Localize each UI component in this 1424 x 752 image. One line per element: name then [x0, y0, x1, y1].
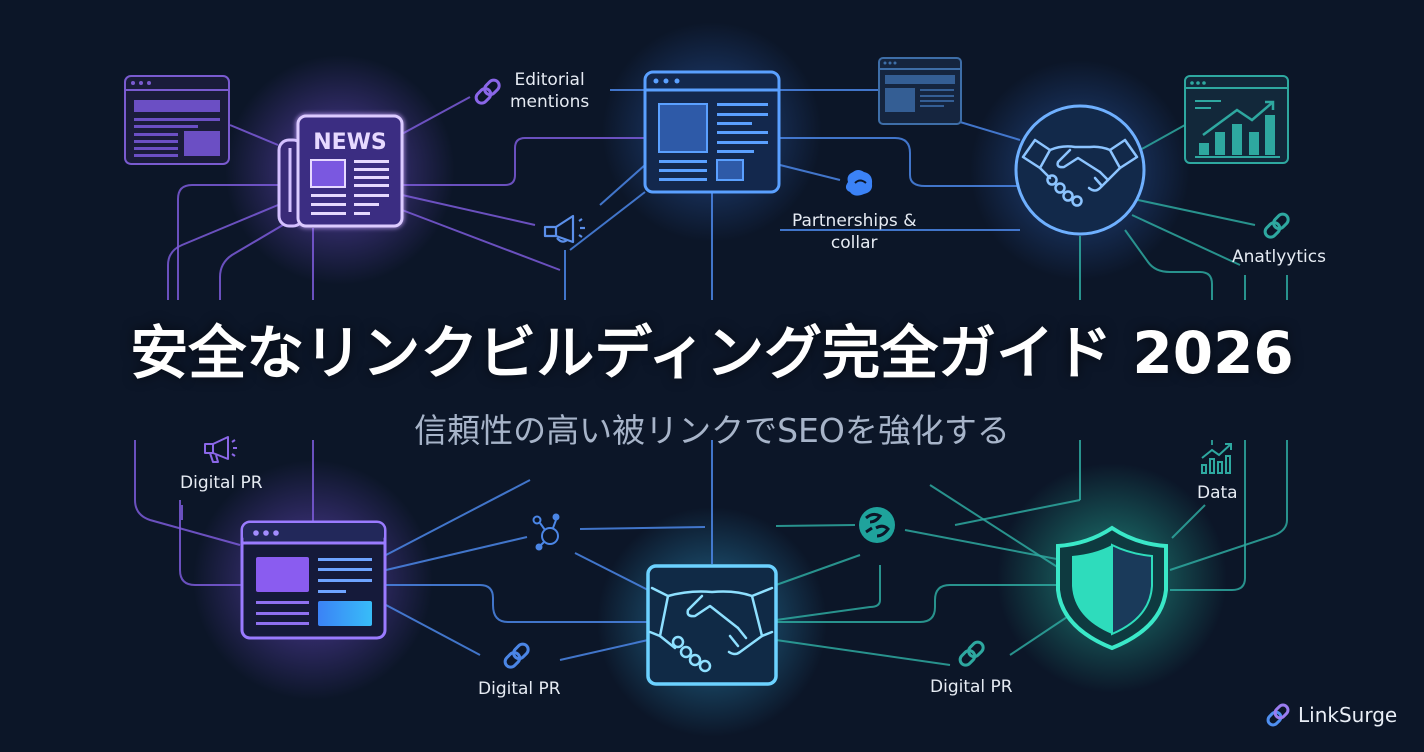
label-line: mentions — [510, 92, 590, 112]
partnership-icon — [845, 170, 873, 196]
label-digital-pr-bottom-right: Digital PR — [930, 677, 1013, 697]
handshake-icon — [646, 564, 778, 686]
browser-window-icon — [240, 520, 387, 640]
browser-window-icon — [643, 70, 781, 194]
brand-name: LinkSurge — [1298, 703, 1398, 727]
megaphone-icon — [204, 436, 237, 463]
link-icon — [1266, 703, 1290, 727]
bar-chart-icon — [1201, 443, 1232, 474]
globe-icon — [859, 507, 895, 543]
browser-window-icon — [878, 57, 962, 125]
link-icon — [474, 78, 501, 105]
label-analytics: Anatlyytics — [1232, 247, 1326, 267]
network-nodes-icon — [532, 513, 560, 551]
label-data: Data — [1197, 483, 1238, 503]
link-icon — [958, 640, 985, 667]
page-title: 安全なリンクビルディング完全ガイド 2026 — [130, 319, 1294, 387]
link-icon — [1263, 212, 1290, 239]
browser-window-icon — [124, 75, 230, 165]
label-digital-pr-bottom-left: Digital PR — [478, 679, 561, 699]
label-line: collar — [830, 233, 878, 253]
label-partnerships: Partnerships & collar — [792, 210, 916, 254]
label-editorial-mentions: Editorial mentions — [510, 69, 589, 113]
svg-text:NEWS: NEWS — [313, 130, 387, 155]
news-icon: NEWS — [277, 113, 405, 229]
shield-icon — [1056, 525, 1168, 651]
link-icon — [503, 642, 530, 669]
analytics-chart-icon — [1184, 75, 1289, 164]
label-digital-pr-left: Digital PR — [180, 473, 263, 493]
megaphone-icon — [543, 214, 585, 244]
page-subtitle: 信頼性の高い被リンクでSEOを強化する — [414, 411, 1010, 450]
label-line: Partnerships & — [792, 211, 917, 231]
label-line: Editorial — [514, 70, 585, 90]
handshake-icon — [1014, 104, 1146, 236]
brand-logo: LinkSurge — [1264, 700, 1397, 730]
